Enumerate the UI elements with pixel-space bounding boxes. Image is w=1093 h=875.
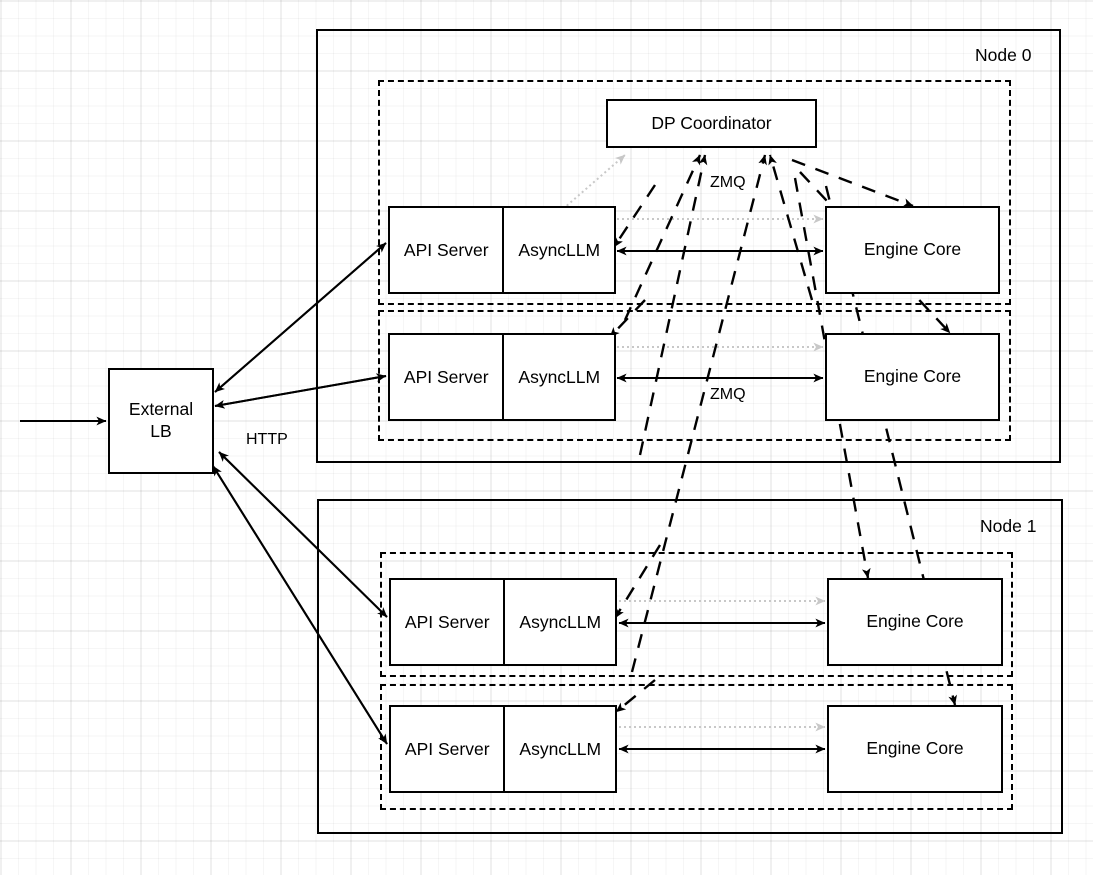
node-0-replica-0-engine-core-label: Engine Core [863, 239, 962, 260]
node-1-replica-0-engine-core-label: Engine Core [866, 611, 964, 632]
external-lb-label-line1: External [128, 399, 194, 420]
node-0-container [316, 29, 1061, 463]
node-0-replica-0-asyncllm-cell[interactable]: AsyncLLM [502, 208, 614, 292]
zmq-label-coordinator: ZMQ [710, 174, 746, 191]
node-1-replica-0-asyncllm-cell[interactable]: AsyncLLM [503, 580, 615, 664]
node-1-replica-1-engine-core-label: Engine Core [866, 738, 964, 759]
node-1-replica-1-api-box[interactable]: API Server AsyncLLM [389, 705, 617, 793]
node-1-replica-0-engine-core-box[interactable]: Engine Core [827, 578, 1003, 666]
node-0-label: Node 0 [975, 45, 1032, 65]
http-label: HTTP [246, 431, 288, 448]
node-0-replica-0-engine-core-box[interactable]: Engine Core [825, 206, 1000, 294]
node-1-replica-1-group [380, 684, 1013, 810]
dp-coordinator-box[interactable]: DP Coordinator [606, 99, 817, 148]
zmq-label-replica-row: ZMQ [710, 386, 746, 403]
node-0-replica-1-group [378, 310, 1011, 441]
node-0-replica-1-asyncllm-cell[interactable]: AsyncLLM [502, 335, 614, 419]
node-1-replica-0-group [380, 552, 1013, 677]
node-1-replica-1-asyncllm-cell[interactable]: AsyncLLM [503, 707, 615, 791]
node-1-replica-1-engine-core-box[interactable]: Engine Core [827, 705, 1003, 793]
node-1-replica-0-api-server-cell[interactable]: API Server [404, 611, 490, 632]
node-1-replica-1-api-server-cell[interactable]: API Server [404, 738, 490, 759]
node-0-replica-1-engine-core-box[interactable]: Engine Core [825, 333, 1000, 421]
node-1-replica-0-api-box[interactable]: API Server AsyncLLM [389, 578, 617, 666]
external-lb-box[interactable]: External LB [108, 368, 214, 474]
node-0-replica-0-api-server-cell[interactable]: API Server [403, 239, 489, 260]
external-lb-label-line2: LB [150, 421, 172, 441]
node-1-container [317, 499, 1063, 834]
dp-coordinator-label: DP Coordinator [651, 112, 772, 133]
node-1-label: Node 1 [980, 516, 1037, 536]
node-0-replica-1-api-server-cell[interactable]: API Server [403, 366, 489, 387]
node-0-replica-0-group [378, 80, 1011, 305]
node-0-replica-1-engine-core-label: Engine Core [863, 366, 962, 387]
node-0-replica-0-api-box[interactable]: API Server AsyncLLM [388, 206, 616, 294]
node-0-replica-1-api-box[interactable]: API Server AsyncLLM [388, 333, 616, 421]
